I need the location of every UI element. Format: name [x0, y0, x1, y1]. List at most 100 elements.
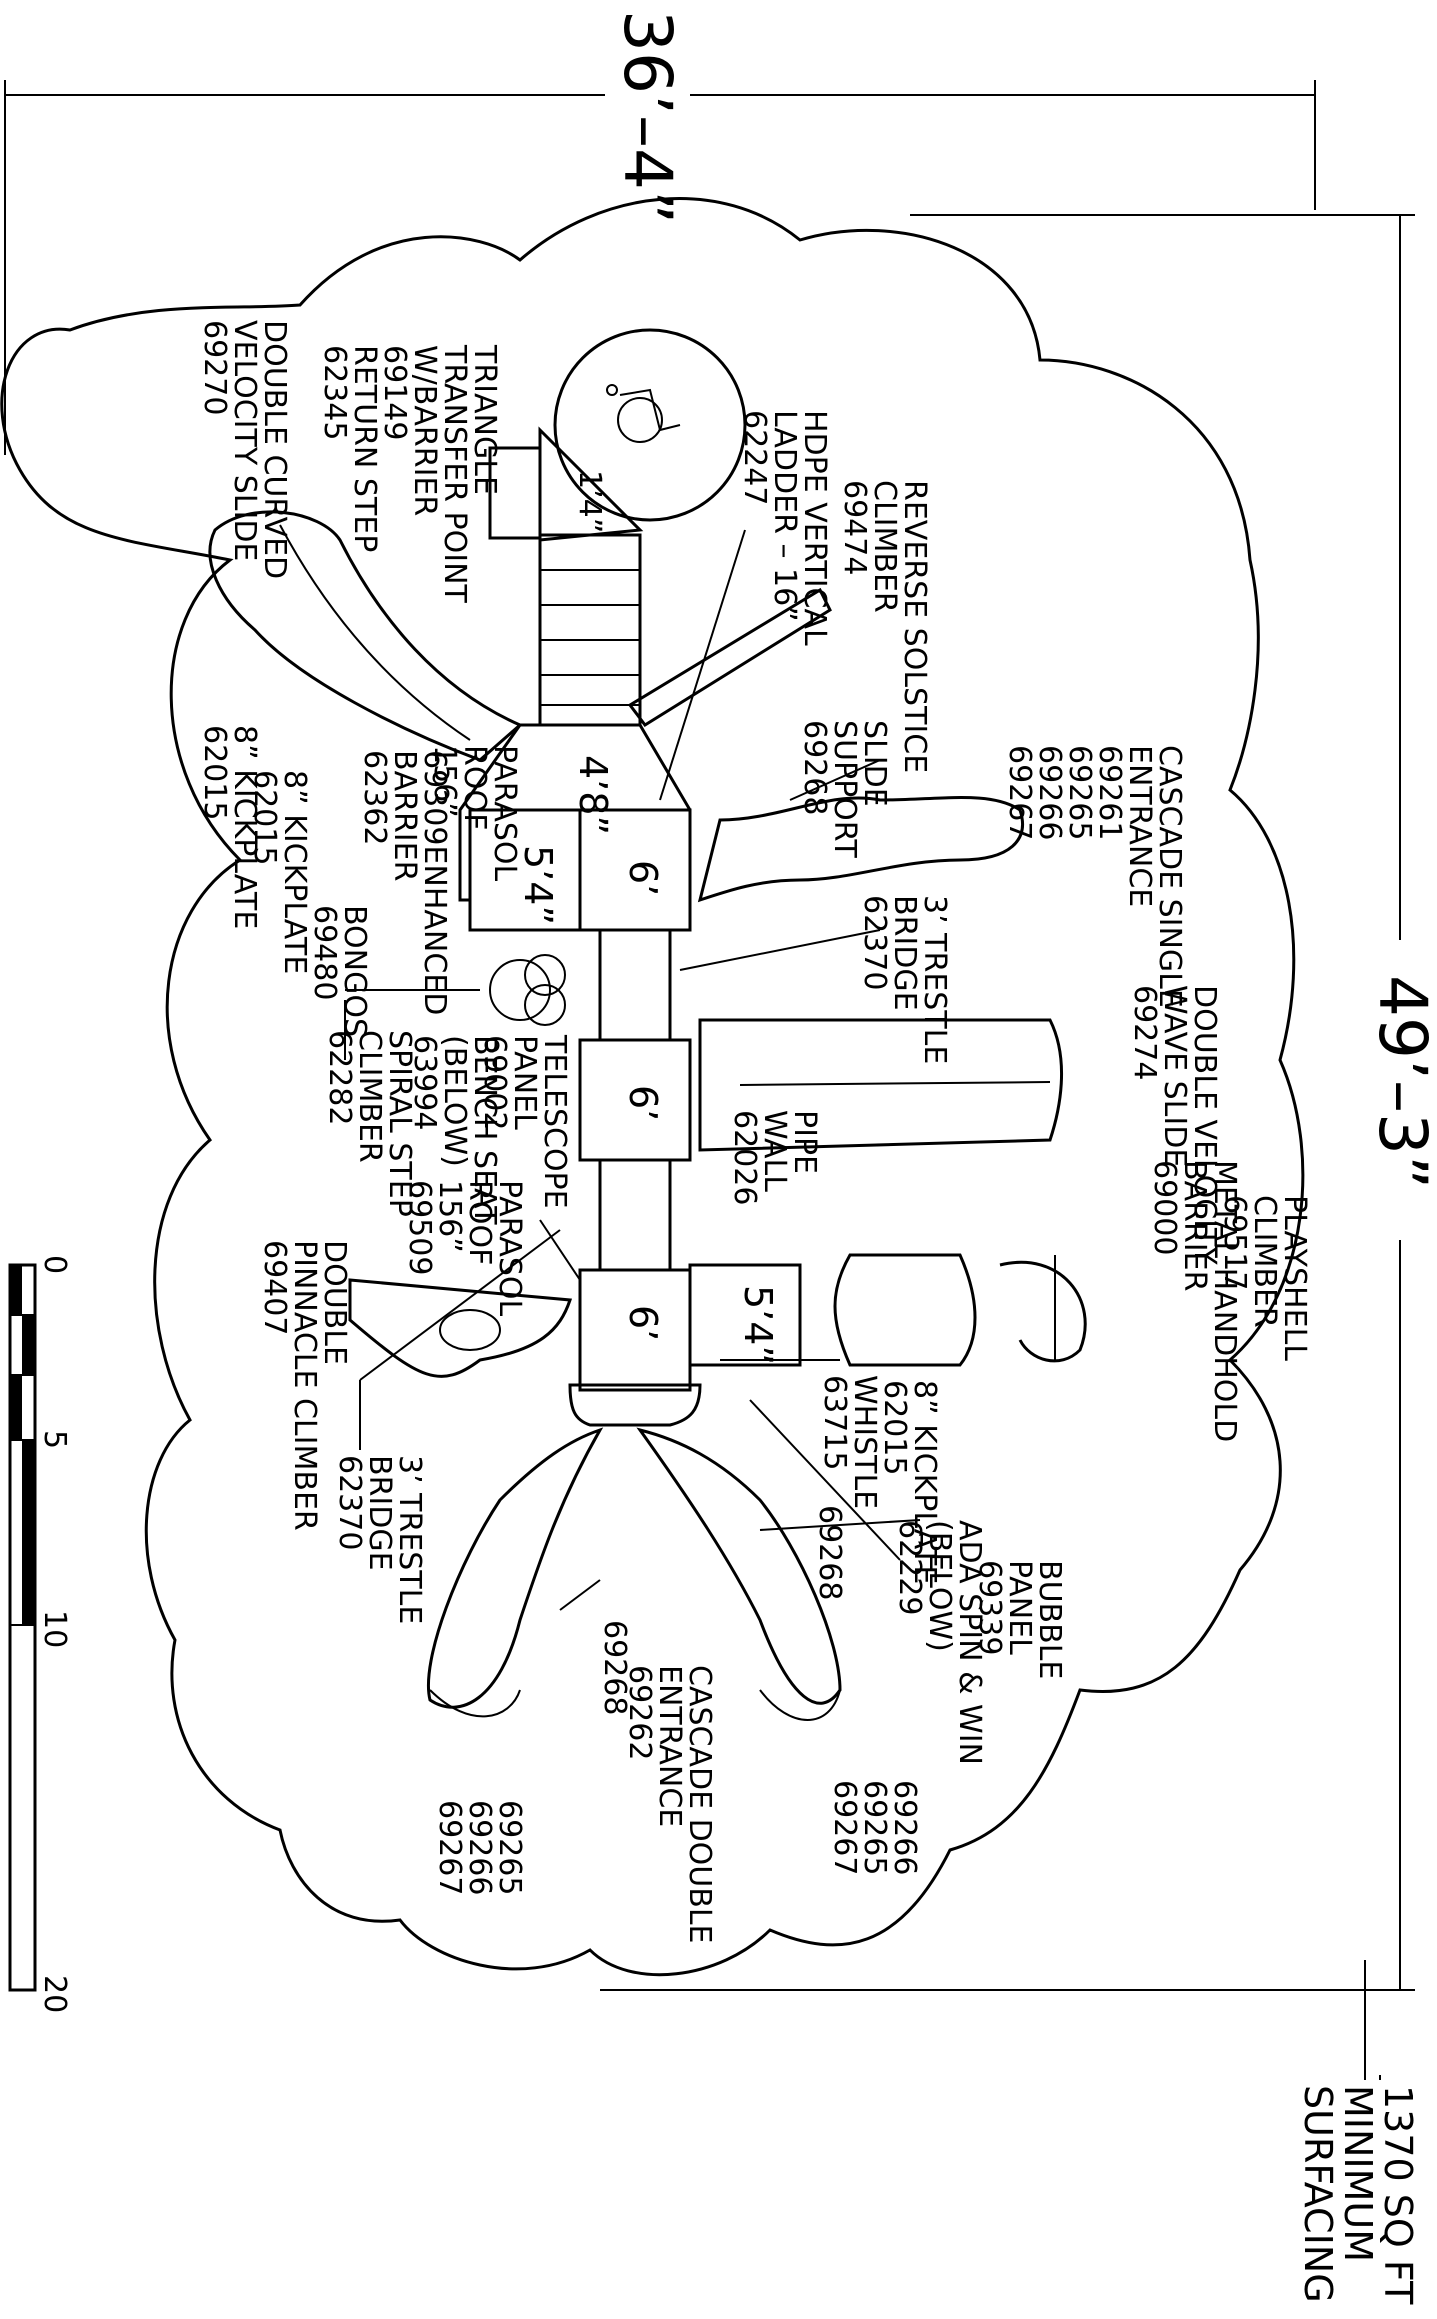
- label-bench: BENCH SEAT(BELOW)63994: [407, 1035, 502, 1225]
- bongos: [489, 954, 566, 1026]
- play-structure: [208, 328, 1381, 2080]
- label-hdpe-line-3: 62247: [737, 410, 772, 505]
- surfacing-line-3: SURFACING: [1296, 2085, 1340, 2303]
- label-kick-right-line-1: 8” KICKPLATE: [907, 1380, 942, 1584]
- label-ada-line-1: ADA SPIN & WIN: [952, 1520, 987, 1765]
- surfacing-outline: [0, 197, 1305, 1977]
- label-left-ids-line-1: 69265: [492, 1800, 527, 1895]
- label-right-ids-line-3: 69267: [827, 1780, 862, 1875]
- label-playshell-line-2: CLIMBER: [1247, 1195, 1282, 1328]
- width-dimension: 36’–4”: [4, 10, 1316, 455]
- label-slide-a: 69268: [597, 1620, 632, 1715]
- label-slide-support-line-2: SUPPORT: [827, 720, 862, 858]
- label-pinnacle-line-1: DOUBLE: [317, 1240, 352, 1365]
- label-kick-left2-line-1: 8” KICKPLATE: [227, 725, 262, 929]
- label-parasol2-line-4: 69509: [402, 1180, 437, 1275]
- label-pipe-wall-line-1: PIPE: [787, 1110, 822, 1174]
- label-double-curved-line-1: DOUBLE CURVED: [257, 320, 292, 579]
- label-slide-b: 69268: [812, 1505, 847, 1600]
- label-kick-right-line-2: 62015: [877, 1380, 912, 1475]
- label-bubble-line-2: PANEL: [1002, 1560, 1037, 1655]
- label-whistle-line-1: WHISTLE: [847, 1375, 882, 1509]
- deck-label-7: 5’4”: [736, 1285, 780, 1365]
- label-hdpe-line-1: HDPE VERTICAL: [797, 410, 832, 646]
- label-double-velocity-line-1: DOUBLE VELOCITY: [1187, 985, 1222, 1265]
- label-metal-line-2: BARRIER: [1177, 1160, 1212, 1291]
- label-slide-support-line-3: 69268: [797, 720, 832, 815]
- label-double-velocity-line-3: 69274: [1127, 985, 1162, 1080]
- double-pinnacle-climber: [348, 1278, 573, 1378]
- label-ada-line-2: (BELOW): [922, 1520, 957, 1652]
- label-reverse-line-2: CLIMBER: [867, 480, 902, 613]
- label-metal-line-1: METAL HANDHOLD: [1207, 1160, 1242, 1442]
- label-hdpe-line-2: LADDER – 16”: [767, 410, 802, 622]
- label-enhanced-line-3: 62362: [357, 750, 392, 845]
- height-label: 49’–3”: [1364, 975, 1437, 1189]
- label-right-ids-line-2: 69265: [857, 1780, 892, 1875]
- deck-label-1: 1’4”: [572, 470, 607, 533]
- label-right-ids-line-1: 69266: [887, 1780, 922, 1875]
- deck-label-6: 6’: [621, 1305, 665, 1341]
- label-bench-line-2: (BELOW): [437, 1035, 472, 1167]
- label-bench-line-1: BENCH SEAT: [467, 1035, 502, 1225]
- label-telescope-line-1: TELESCOPE: [537, 1034, 572, 1209]
- label-bubble-line-3: 69339: [972, 1560, 1007, 1655]
- double-curved-slide: [208, 510, 523, 762]
- label-playshell-line-3: 69517: [1217, 1195, 1252, 1290]
- width-label: 36’–4”: [609, 10, 686, 224]
- label-trestle2-line-2: BRIDGE: [362, 1455, 397, 1571]
- label-cascade-double-line-3: 69262: [622, 1665, 657, 1760]
- scale-20: 20: [37, 1975, 72, 2013]
- scale-10: 10: [37, 1610, 72, 1648]
- label-triangle-line-3: W/BARRIER: [407, 345, 442, 516]
- label-cascade-single-line-3: 69261: [1092, 745, 1127, 840]
- bridge-1: [598, 928, 672, 1042]
- label-trestle1-line-3: 62370: [857, 895, 892, 990]
- label-cascade-single-line-5: 69266: [1032, 745, 1067, 840]
- label-whistle-line-2: 63715: [817, 1375, 852, 1470]
- surfacing-line-1: 1370 SQ FT: [1376, 2085, 1420, 2305]
- height-dimension: 49’–3”: [600, 214, 1437, 1991]
- label-trestle2-line-1: 3’ TRESTLE: [392, 1455, 427, 1624]
- label-parasol1-line-1: PARASOL: [487, 745, 522, 882]
- label-left-ids-line-2: 69266: [462, 1800, 497, 1895]
- transfer-steps: [538, 533, 642, 727]
- label-cascade-double-line-1: CASCADE DOUBLE: [682, 1665, 717, 1944]
- label-parasol2-line-1: PARASOL: [492, 1180, 527, 1317]
- label-reverse-line-1: REVERSE SOLSTICE: [897, 480, 932, 773]
- deck-5ft4-right: [688, 1263, 802, 1367]
- deck-label-3: 5’4”: [516, 845, 560, 925]
- label-ada: ADA SPIN & WIN(BELOW)62229: [892, 1520, 987, 1765]
- label-kick-left1-line-1: 8” KICKPLATE: [277, 770, 312, 974]
- label-trestle2-line-3: 62370: [332, 1455, 367, 1550]
- label-ada-line-3: 62229: [892, 1520, 927, 1615]
- wheelchair-icon: [606, 384, 681, 443]
- cascade-single-slide: [697, 796, 1024, 903]
- label-slide-b-line-1: 69268: [812, 1505, 847, 1600]
- label-kick-left1-line-2: 62015: [247, 770, 282, 865]
- deck-5ft4-left: [468, 808, 582, 932]
- label-cascade-single: CASCADE SINGLEENTRANCE692616926569266692…: [1002, 745, 1187, 1008]
- label-trestle1-line-1: 3’ TRESTLE: [917, 895, 952, 1064]
- surfacing-note: 1370 SQ FT MINIMUM SURFACING: [1296, 1960, 1420, 2305]
- playshell-climber: [833, 1253, 1087, 1367]
- label-spiral-line-3: 62282: [322, 1030, 357, 1125]
- label-bongos-line-1: BONGOS: [337, 905, 372, 1037]
- label-kick-left2-line-2: 62015: [197, 725, 232, 820]
- ada-circle: [553, 328, 747, 522]
- leader-lines: [344, 529, 1381, 2080]
